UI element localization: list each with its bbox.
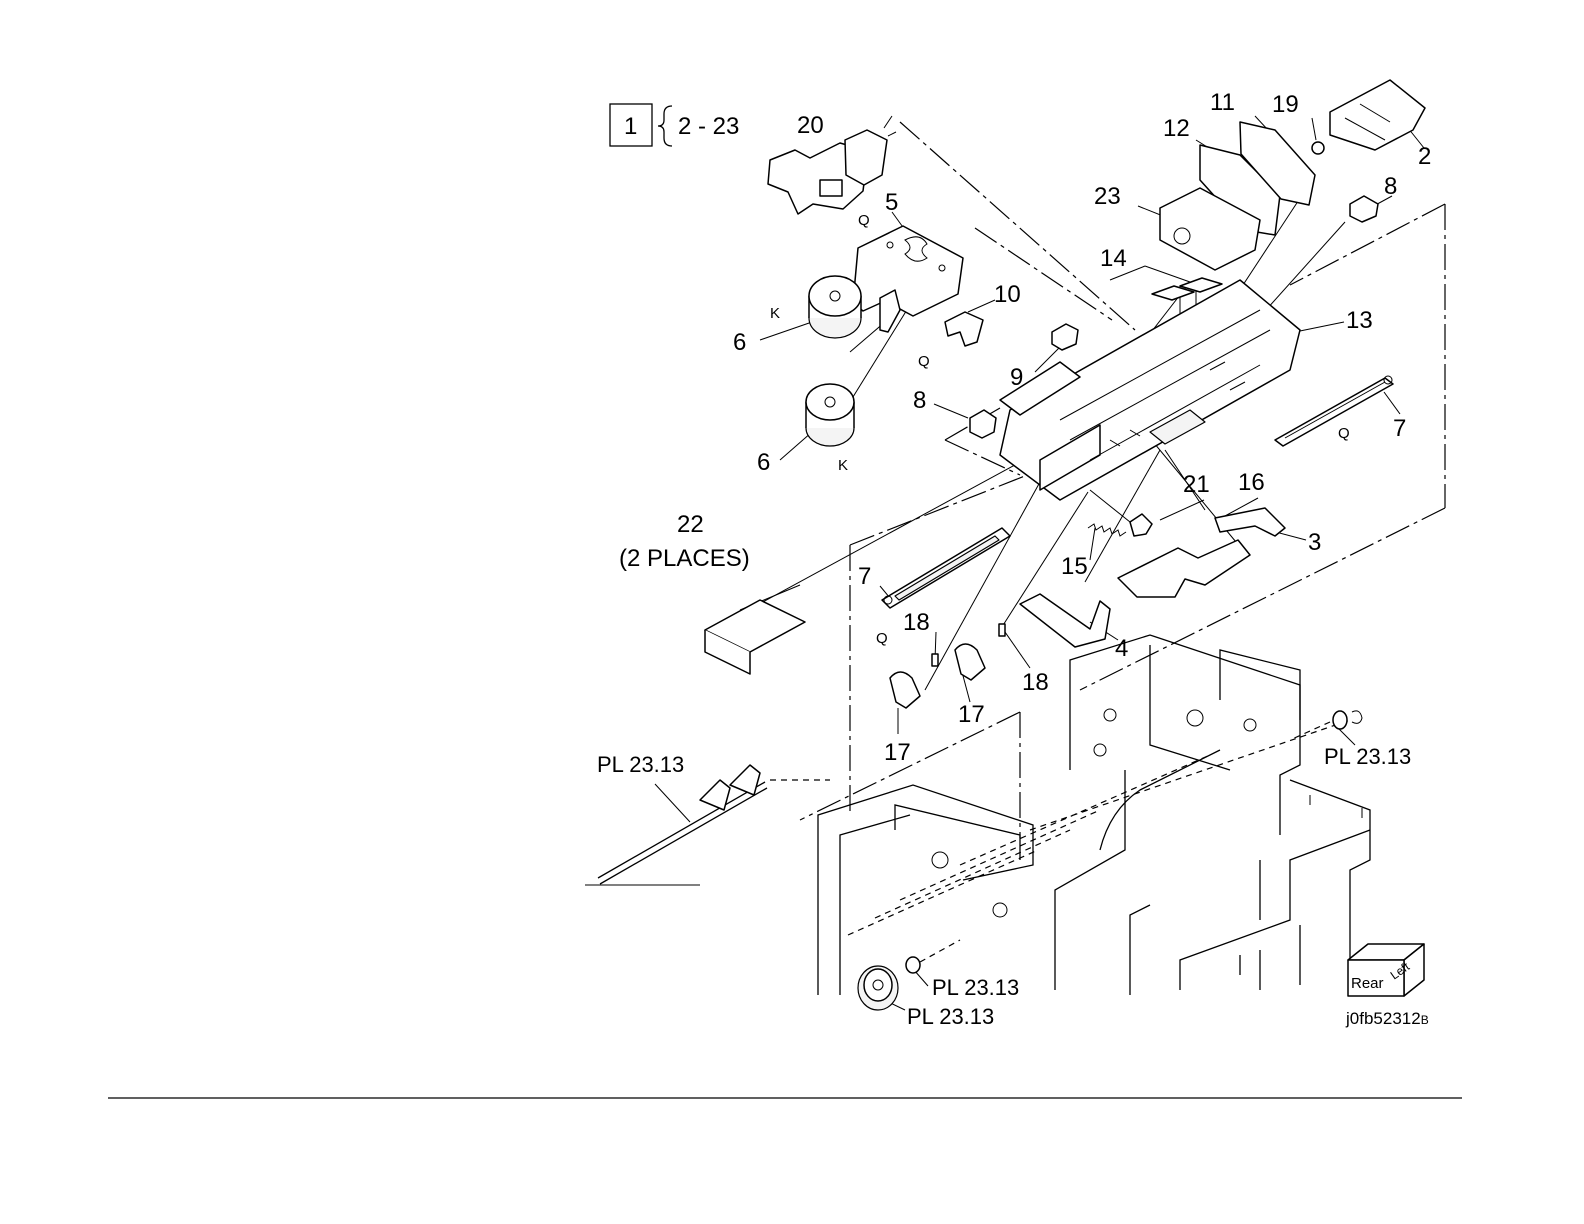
part-6-motor-upper	[809, 276, 861, 338]
callout-2: 2	[1418, 143, 1431, 170]
set-range: 2 - 23	[678, 113, 739, 140]
callout-19: 19	[1272, 91, 1299, 118]
figure-id-suffix: B	[1421, 1013, 1429, 1027]
callout-4: 4	[1115, 635, 1128, 662]
callout-8-right: 8	[1384, 173, 1397, 200]
part-8-sensor-right	[1350, 196, 1378, 222]
shaft-assembly	[585, 765, 830, 885]
part-3-bracket	[1118, 540, 1250, 597]
callout-5: 5	[885, 189, 898, 216]
reference-pl-left: PL 23.13	[597, 752, 684, 777]
part-18-pin-right	[999, 624, 1005, 636]
part-10-lever	[945, 312, 983, 346]
callout-18-right: 18	[1022, 669, 1049, 696]
part-9-sensor	[1052, 324, 1078, 350]
part-22-pad	[705, 600, 805, 674]
callout-16: 16	[1238, 469, 1265, 496]
part-17-lever-left	[890, 672, 920, 708]
callout-15: 15	[1061, 553, 1088, 580]
part-7-rail-left	[882, 528, 1010, 608]
bushing-part-right	[1290, 711, 1362, 740]
figure-id-main: j0fb52312	[1345, 1009, 1421, 1028]
set-number: 1	[624, 113, 637, 140]
part-19-screw	[1312, 142, 1324, 154]
leader-lines	[655, 116, 1424, 1010]
reference-pl-bushing: PL 23.13	[932, 975, 1019, 1000]
part-8-sensor-left	[970, 410, 996, 438]
parts-set-indicator: 1 2 - 23	[610, 104, 739, 146]
callout-13: 13	[1346, 307, 1373, 334]
callout-7-right: 7	[1393, 415, 1406, 442]
fastener-q-1: Q	[858, 212, 870, 229]
part-21-clip	[1130, 514, 1152, 536]
callout-20: 20	[797, 112, 824, 139]
fastener-k-1: K	[770, 305, 780, 322]
part-17-lever-right	[955, 644, 985, 680]
callout-23: 23	[1094, 183, 1121, 210]
callout-6-lower: 6	[757, 449, 770, 476]
callout-12: 12	[1163, 115, 1190, 142]
svg-text:j0fb52312B: j0fb52312B	[1345, 1009, 1429, 1028]
callout-17-left: 17	[884, 739, 911, 766]
reference-pl-right: PL 23.13	[1324, 744, 1411, 769]
fastener-q-3: Q	[1338, 425, 1350, 442]
callout-3: 3	[1308, 529, 1321, 556]
callout-11: 11	[1210, 89, 1235, 116]
part-4-guide	[1020, 594, 1110, 647]
cube-rear-label: Rear	[1351, 975, 1384, 992]
callout-17-right: 17	[958, 701, 985, 728]
part-2-bracket	[1330, 80, 1425, 150]
figure-id: j0fb52312B	[1345, 1009, 1429, 1028]
part-18-pin-left	[932, 654, 938, 666]
gear-part	[858, 966, 898, 1010]
callout-8-left: 8	[913, 387, 926, 414]
part-7-rail-right	[1275, 376, 1393, 446]
part-5-plate	[853, 226, 963, 332]
part-16-link	[1215, 508, 1285, 536]
callout-10: 10	[994, 281, 1021, 308]
callout-22-places: (2 PLACES)	[619, 545, 750, 572]
callout-9: 9	[1010, 364, 1023, 391]
part-20-bracket	[768, 116, 896, 214]
fastener-q-2: Q	[918, 353, 930, 370]
part-6-motor-lower	[806, 384, 854, 446]
callout-7-left: 7	[858, 563, 871, 590]
bushing-part-bottom	[906, 940, 960, 973]
fastener-q-4: Q	[876, 630, 888, 647]
callout-22: 22	[677, 511, 704, 538]
callout-21: 21	[1183, 471, 1210, 498]
fastener-k-2: K	[838, 457, 848, 474]
reference-pl-gear: PL 23.13	[907, 1004, 994, 1029]
callout-6-upper: 6	[733, 329, 746, 356]
orientation-cube: Rear Left	[1348, 944, 1424, 996]
callout-14: 14	[1100, 245, 1127, 272]
callout-18-left: 18	[903, 609, 930, 636]
